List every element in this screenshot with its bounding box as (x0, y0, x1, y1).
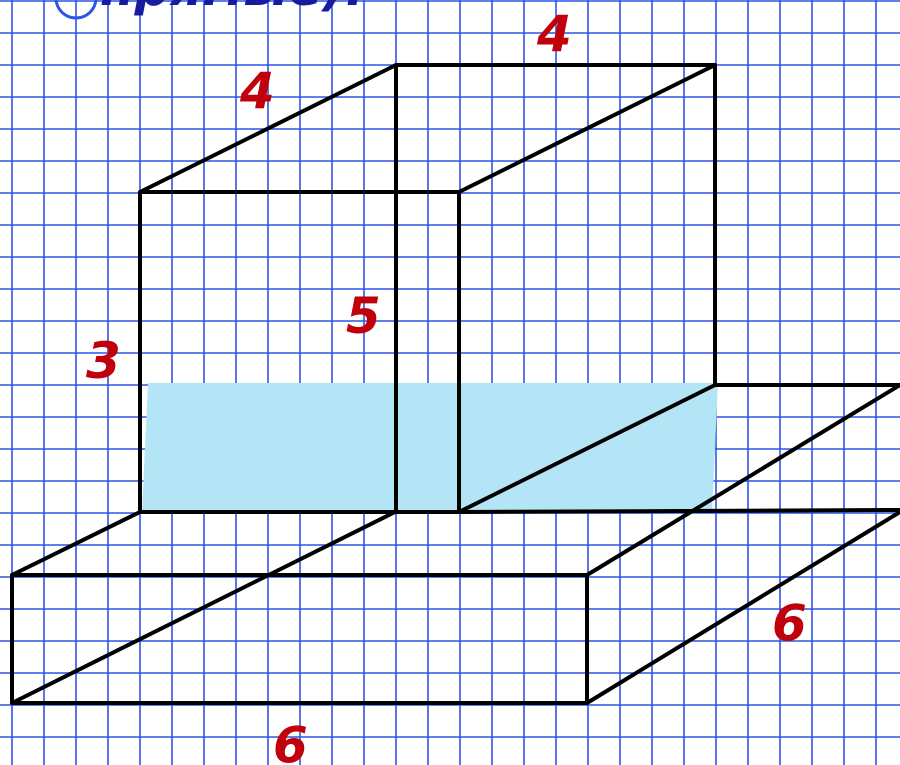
label-base-depth: 6 (772, 594, 807, 652)
base-diagonal (10, 510, 397, 705)
label-top-depth: 4 (239, 62, 275, 120)
cube (138, 63, 717, 514)
base-back-mid-edge (458, 508, 900, 514)
label-top-width: 4 (536, 5, 572, 63)
cube-top-right-edge (457, 63, 717, 194)
label-water-level: 3 (86, 332, 121, 390)
base-bottom-right-edge (585, 510, 900, 705)
water-fill (142, 383, 718, 512)
title-marker (54, 0, 98, 20)
cube-bottom-right-edge (457, 383, 717, 514)
base-top-left-edge (10, 510, 142, 577)
base-top-right-edge (585, 383, 900, 577)
label-base-width: 6 (273, 716, 308, 765)
page-title: прямые). (100, 0, 364, 17)
cube-top-left-edge (138, 63, 398, 194)
base-box (10, 383, 900, 705)
label-height-inner: 5 (346, 287, 381, 345)
